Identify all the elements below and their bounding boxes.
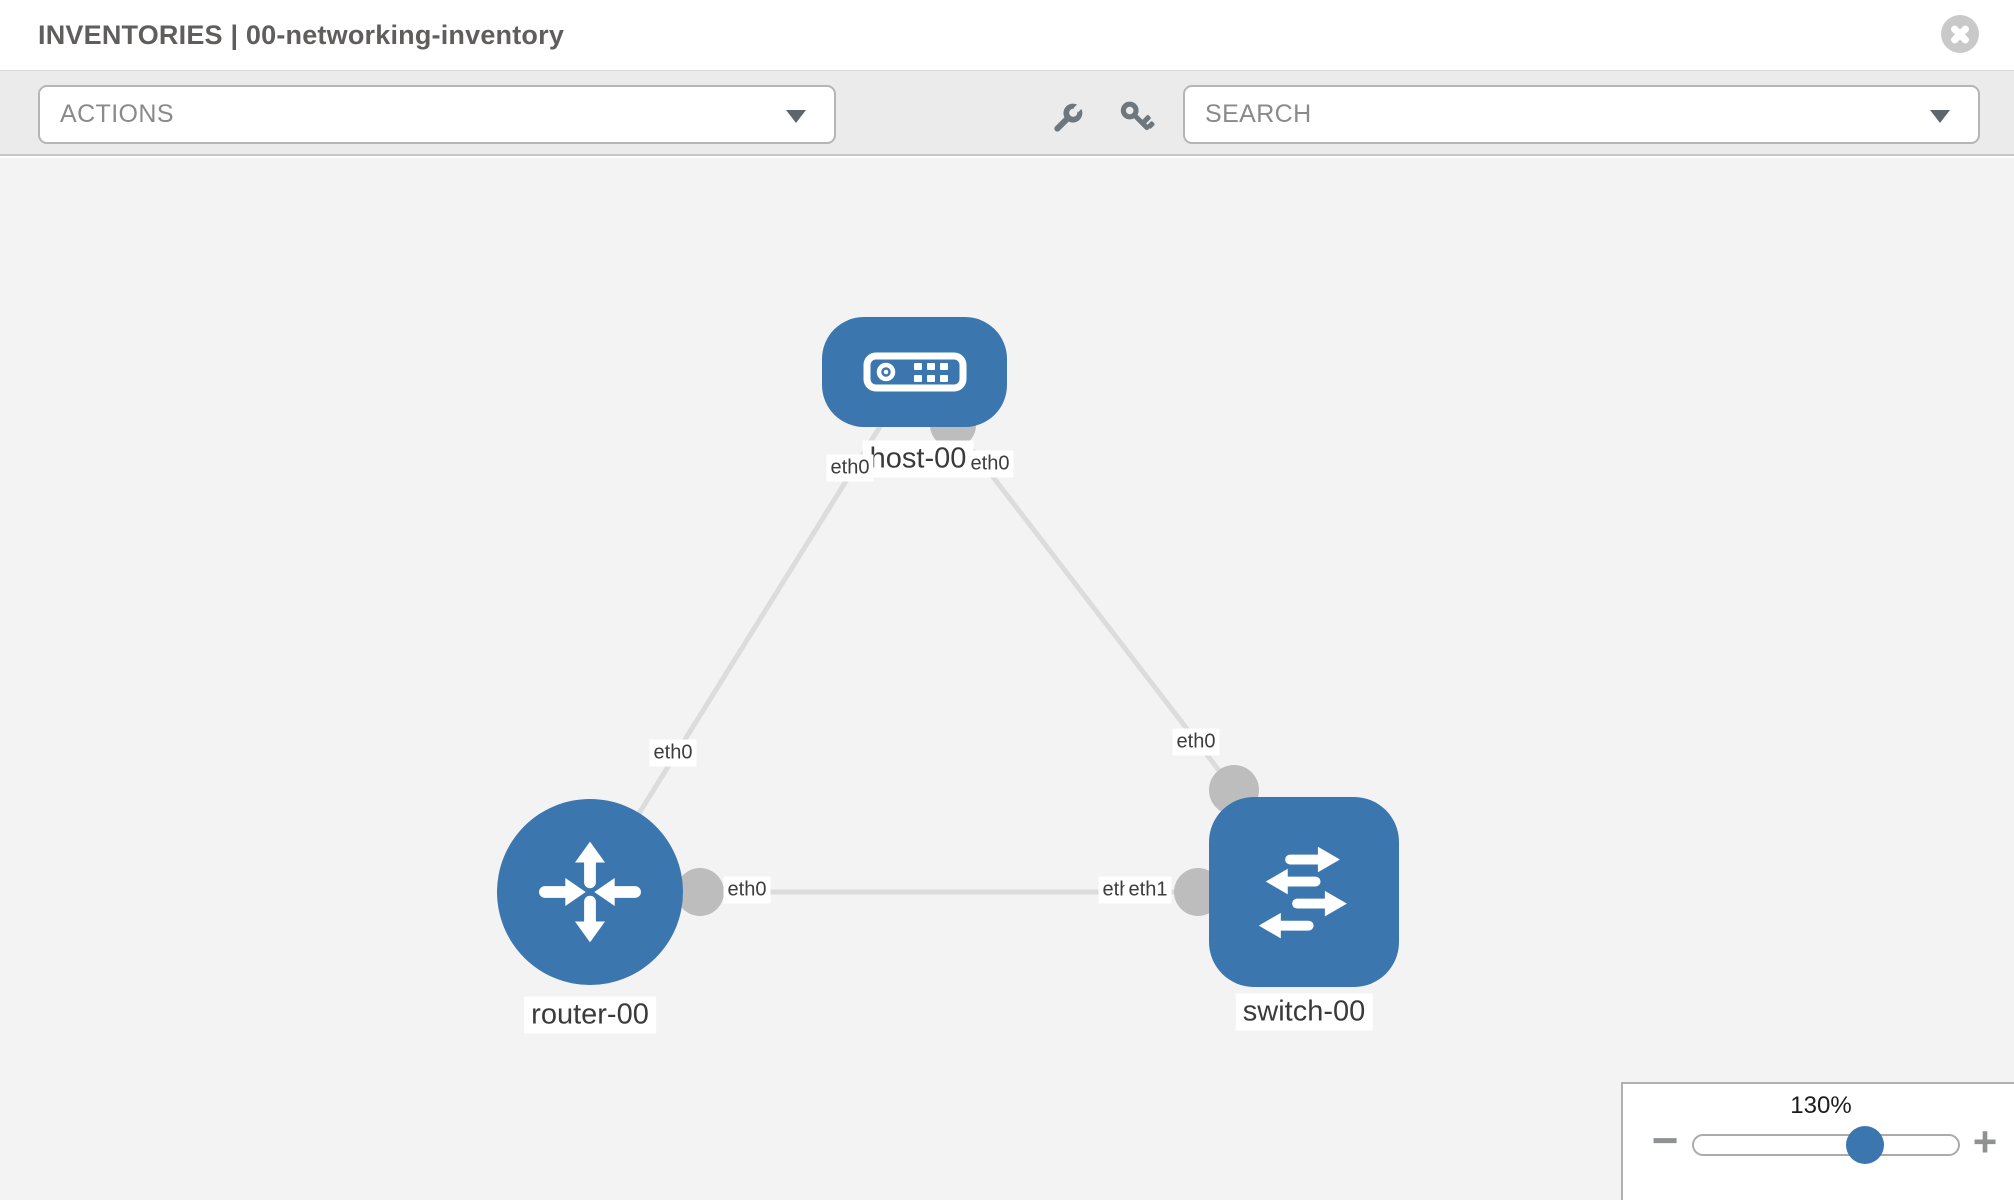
interface-label: eth0: [649, 739, 697, 767]
header: INVENTORIES | 00-networking-inventory: [0, 0, 2014, 70]
host-icon: [863, 352, 966, 392]
zoom-slider-track[interactable]: [1692, 1134, 1960, 1156]
zoom-out-button[interactable]: −: [1651, 1114, 1679, 1166]
node-label-switch-00: switch-00: [1235, 993, 1373, 1031]
zoom-level: 130%: [1790, 1092, 1852, 1119]
close-icon: [1941, 15, 1979, 53]
wrench-button[interactable]: [1047, 99, 1087, 139]
zoom-slider-thumb[interactable]: [1846, 1126, 1884, 1164]
zoom-in-button[interactable]: +: [1972, 1118, 1998, 1165]
node-label-host-00: host-00: [862, 440, 974, 478]
port-circle-router-right: [676, 868, 724, 916]
interface-label: eth0: [826, 454, 874, 482]
actions-dropdown[interactable]: ACTIONS: [38, 85, 836, 144]
page-title: INVENTORIES | 00-networking-inventory: [38, 20, 565, 50]
node-host-00[interactable]: [822, 317, 1007, 427]
topology-edges-layer: [587, 370, 1304, 916]
interface-label: eth0: [966, 450, 1014, 478]
node-label-router-00: router-00: [524, 996, 656, 1034]
switch-icon: [1258, 846, 1347, 939]
node-switch-00[interactable]: [1209, 797, 1399, 987]
search-placeholder: SEARCH: [1205, 100, 1312, 128]
chevron-down-icon: [786, 110, 806, 123]
toolbar: ACTIONS SEARC: [0, 70, 2014, 156]
key-icon: [1120, 101, 1155, 131]
zoom-control-panel: 130% − +: [1621, 1082, 2014, 1200]
wrench-icon: [1054, 101, 1085, 132]
topology-canvas[interactable]: host-00 router-00 switch-00 eth0 eth0 et…: [0, 158, 2014, 1200]
key-button[interactable]: [1116, 99, 1156, 139]
router-icon: [539, 841, 641, 943]
interface-label: eth0: [723, 876, 771, 904]
node-router-00[interactable]: [497, 799, 683, 985]
close-button[interactable]: [1941, 15, 1979, 53]
interface-label: eth0: [1172, 728, 1220, 756]
chevron-down-icon: [1930, 110, 1950, 123]
search-dropdown[interactable]: SEARCH: [1183, 85, 1980, 144]
interface-label: eth1: [1124, 876, 1172, 904]
actions-dropdown-label: ACTIONS: [60, 100, 174, 128]
